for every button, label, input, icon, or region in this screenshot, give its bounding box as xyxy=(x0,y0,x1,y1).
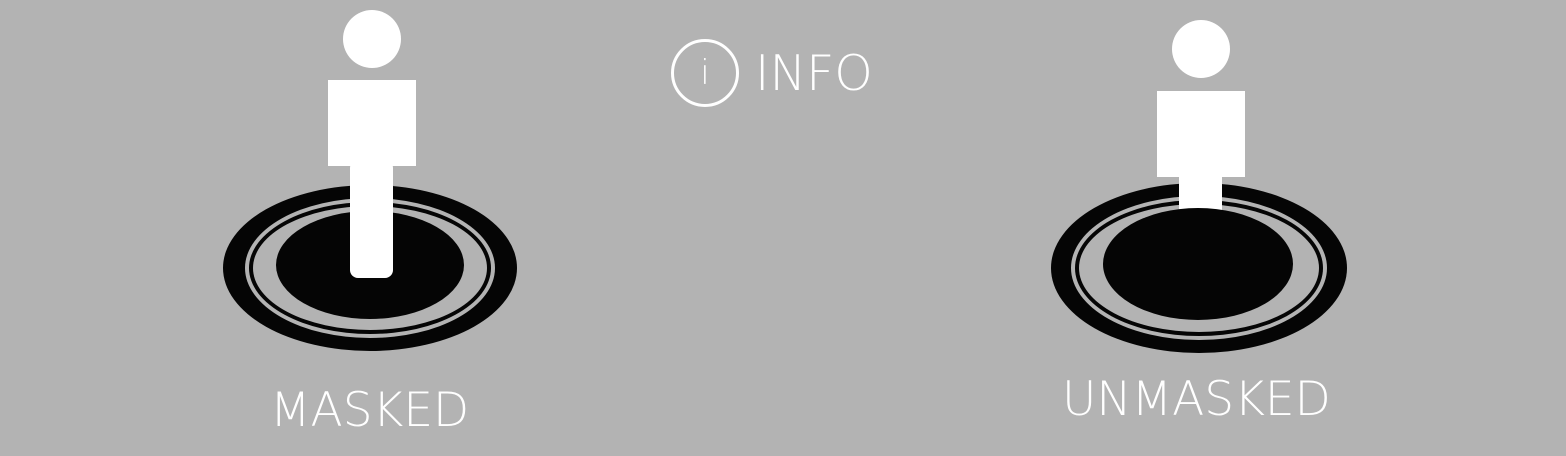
unmasked-person-body xyxy=(1157,91,1245,177)
masked-label: MASKED xyxy=(270,383,470,438)
masked-figure xyxy=(223,10,517,351)
masked-person-head xyxy=(343,10,401,68)
info-icon: i xyxy=(671,39,739,107)
info-icon-glyph: i xyxy=(700,53,710,93)
unmasked-label: UNMASKED xyxy=(1062,372,1331,427)
unmasked-figure xyxy=(1051,20,1347,353)
masked-person-body xyxy=(328,80,416,166)
masked-person-stem xyxy=(350,160,393,278)
info-label: INFO xyxy=(755,44,873,102)
unmasked-person-head xyxy=(1172,20,1230,78)
unmasked-platform-pit xyxy=(1103,208,1293,320)
info-button[interactable]: i INFO xyxy=(671,37,873,109)
